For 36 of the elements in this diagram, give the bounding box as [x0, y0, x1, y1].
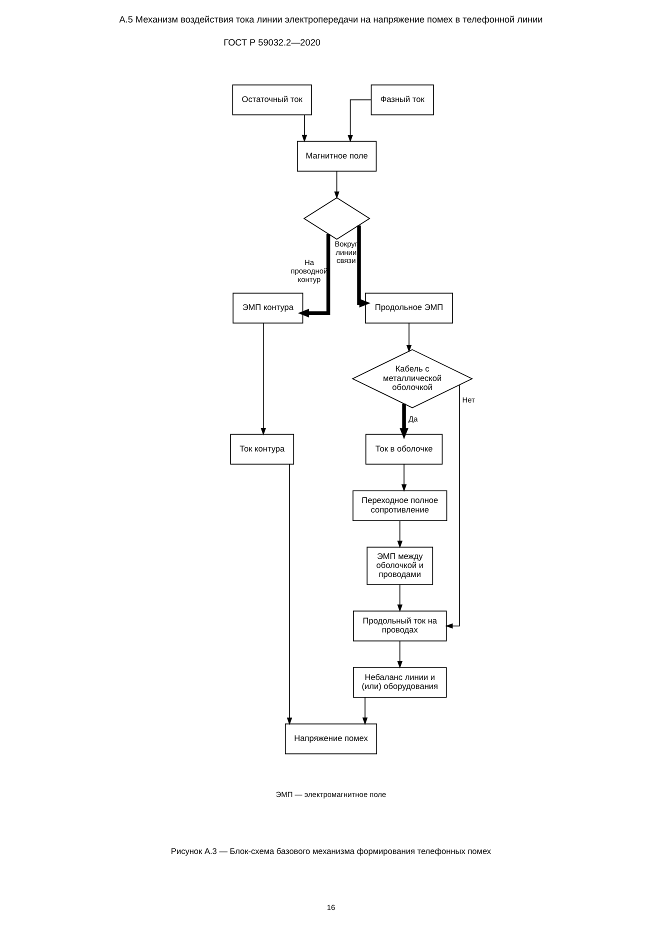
arrow [356, 225, 370, 308]
arrow [334, 170, 339, 199]
node-box: Ток в оболочке [364, 434, 442, 465]
node-box: Переходное полное сопротивление [352, 490, 447, 522]
arrow [297, 234, 330, 318]
node-box: Магнитное поле [296, 140, 376, 172]
arrow [406, 322, 412, 352]
arrow [396, 584, 402, 612]
arrow [301, 114, 307, 142]
arrow [347, 99, 372, 142]
arrow [399, 404, 408, 440]
arrow [362, 697, 368, 725]
node-box: Небаланс линии и (или) оборудования [352, 667, 446, 698]
arrow [396, 640, 402, 669]
diagram-title: А.5 Механизм воздействия тока линии электропередачи на напряжение помех в телефонной линии [118, 14, 542, 25]
label: ГОСТ Р 59032.2—2020 [223, 38, 320, 48]
edge-label: Нет [462, 396, 474, 405]
arrow [286, 464, 292, 726]
edge-label: На проводной контур [290, 258, 328, 284]
arrow [260, 322, 266, 436]
node-box: ЭМП между оболочкой и проводами [366, 546, 433, 585]
caption: Рисунок А.3 — Блок-схема базового механизма формирования телефонных помех [170, 846, 491, 856]
arrow [400, 464, 406, 492]
label: 16 [326, 903, 335, 912]
node-box: ЭМП контура [232, 292, 303, 324]
node-diamond [302, 197, 370, 240]
node-box: Ток контура [230, 434, 294, 465]
node-box: Фазный ток [370, 84, 434, 116]
arrow [444, 384, 460, 629]
node-box: Продольный ток на проводах [352, 610, 446, 642]
node-box: Продольное ЭМП [364, 292, 452, 324]
edge-label: Да [408, 414, 418, 424]
node-box: Остаточный ток [232, 84, 312, 116]
arrow [396, 520, 402, 548]
node-box: Напряжение помех [284, 724, 377, 754]
label: ЭМП — электромагнитное поле [275, 790, 386, 800]
